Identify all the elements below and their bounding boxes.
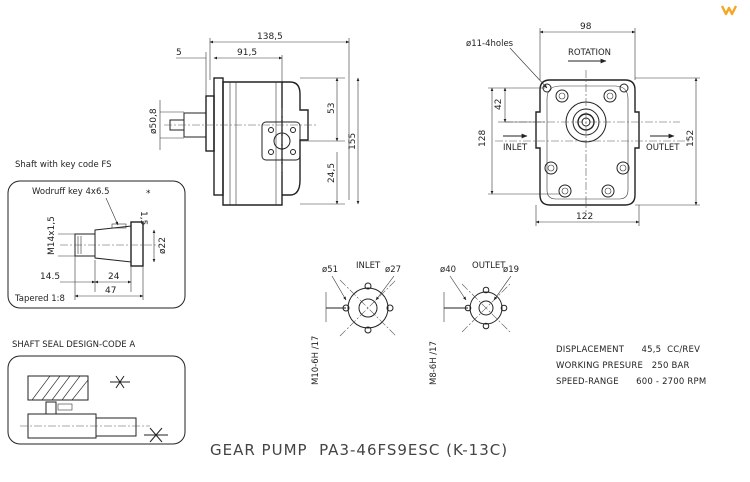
lower-height-dim: 24,5	[327, 163, 337, 183]
width-bottom-dim: 122	[576, 212, 593, 222]
key-label: Wodruff key 4x6.5	[32, 187, 109, 197]
hole-spacing-dim: 128	[478, 130, 488, 147]
asterisk-mark: *	[146, 189, 151, 199]
pilot-diameter-dim: ø50,8	[149, 108, 159, 134]
bolt-holes	[542, 83, 630, 198]
spec-pressure: WORKING PRESURE 250 BAR	[556, 361, 690, 371]
specs-block: DISPLACEMENT 45,5 CC/REV WORKING PRESURE…	[556, 345, 706, 387]
outlet-d-inner: ø19	[503, 265, 519, 275]
inlet-label: INLET	[503, 143, 528, 153]
dim-14-5: 14.5	[40, 272, 60, 282]
shaft-detail: Shaft with key code FS Wodruff key 4x6.5…	[7, 160, 186, 309]
shaft-diameter-label: ø22	[158, 237, 168, 254]
seal-caption: SHAFT SEAL DESIGN-CODE A	[12, 340, 135, 350]
shaft-offset-dim: 1,5	[138, 211, 148, 225]
outlet-label: OUTLET	[646, 143, 680, 153]
outlet-d-outer: ø40	[440, 265, 456, 275]
drawing-title: GEAR PUMP PA3-46FS9ESC (K-13C)	[210, 441, 508, 459]
front-height-dim: 152	[686, 130, 696, 147]
outlet-port-label: OUTLET	[472, 261, 506, 271]
thread-label: M14x1,5	[47, 216, 57, 255]
taper-label: Tapered 1:8	[14, 294, 65, 304]
spec-speed: SPEED-RANGE 600 - 2700 RPM	[556, 377, 706, 387]
flange-offset-dim: 5	[176, 48, 182, 58]
side-view: 138,5 91,5 5 ø50,8 53 24,5 155	[149, 32, 360, 206]
dim-47: 47	[105, 286, 116, 296]
hole-offset-dim: 42	[494, 99, 504, 110]
shaft-caption: Shaft with key code FS	[15, 160, 112, 170]
holes-label: ø11-4holes	[466, 39, 514, 49]
body-length-dim: 91,5	[237, 48, 257, 58]
upper-height-dim: 53	[327, 103, 337, 114]
w-logo-icon	[720, 5, 738, 16]
overall-height-dim: 155	[348, 133, 358, 150]
dim-24: 24	[108, 272, 120, 282]
inlet-port-detail: INLET ø51 ø27 M10-6H /17	[311, 261, 401, 385]
inlet-d-inner: ø27	[385, 265, 401, 275]
outlet-port-detail: OUTLET ø40 ø19 M8-6H /17	[429, 261, 519, 385]
seal-detail: SHAFT SEAL DESIGN-CODE A	[7, 340, 186, 445]
width-top-dim: 98	[580, 22, 592, 32]
outlet-thread: M8-6H /17	[429, 341, 439, 385]
rotation-label: ROTATION	[568, 48, 611, 58]
inlet-thread: M10-6H /17	[311, 336, 321, 385]
inlet-port-label: INLET	[356, 261, 381, 271]
spec-displacement: DISPLACEMENT 45,5 CC/REV	[556, 345, 700, 355]
front-view: ROTATION INLET OUTLET ø11-4holes 98 122 …	[466, 22, 700, 226]
inlet-d-outer: ø51	[322, 265, 338, 275]
overall-length-dim: 138,5	[257, 32, 283, 42]
